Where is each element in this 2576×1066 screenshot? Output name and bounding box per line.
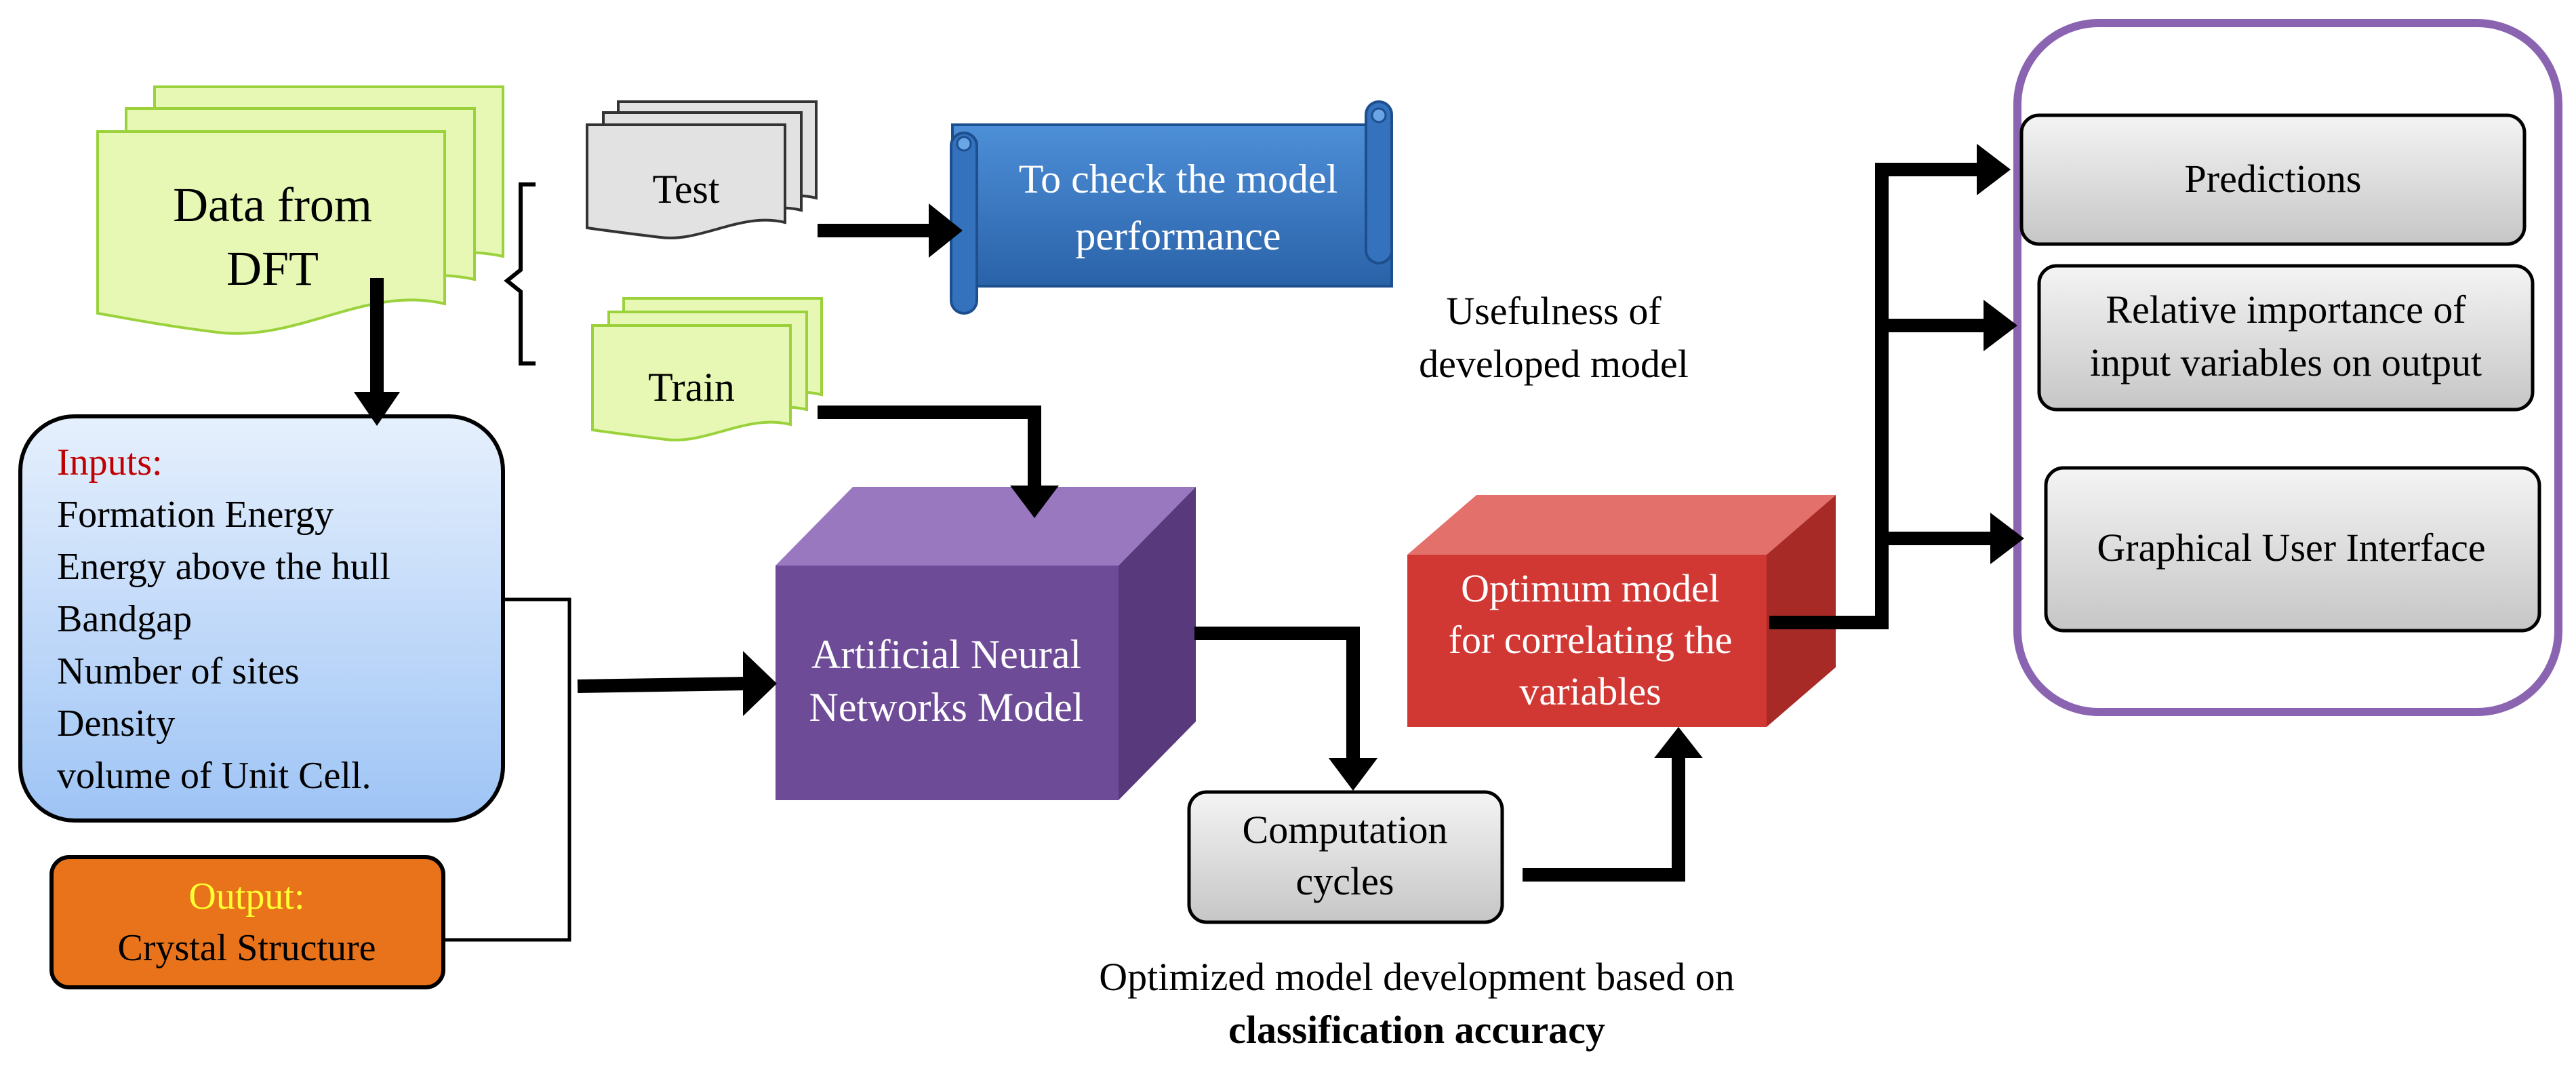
- check-performance-node: [950, 100, 1393, 315]
- test-page-front: [586, 123, 786, 239]
- arrowhead-optimum: [1654, 727, 1703, 758]
- ann-line-1: Artificial Neural: [811, 632, 1082, 677]
- arrowhead-computation: [1329, 758, 1377, 791]
- flow-arrows: [370, 163, 1993, 882]
- arrowhead-gui: [1990, 513, 2024, 564]
- arrowhead-check: [929, 203, 963, 258]
- ann-cube-front: [776, 566, 1119, 800]
- optimum-line-1: Optimum model: [1461, 566, 1720, 610]
- optimized-annotation: Optimized model development based on cla…: [1099, 951, 1734, 1057]
- computation-box: [1187, 790, 1504, 924]
- relative-importance-box: [2037, 264, 2535, 412]
- check-line-2: performance: [1075, 214, 1281, 258]
- computation-label: Computation cycles: [1243, 804, 1448, 907]
- optimized-line-2: classification accuracy: [1228, 1008, 1605, 1052]
- arrowhead-inputs: [354, 392, 400, 426]
- computation-line-2: cycles: [1295, 859, 1394, 903]
- arrowhead-predictions: [1977, 144, 2011, 195]
- relative-importance-label: Relative importance of input variables o…: [2090, 283, 2482, 389]
- input-item: Bandgap: [57, 598, 193, 640]
- usefulness-line-1: Usefulness of: [1446, 289, 1662, 333]
- arrow-heads: [354, 144, 2024, 791]
- input-item: Density: [57, 703, 176, 745]
- input-item: Number of sites: [57, 650, 300, 692]
- ann-label: Artificial Neural Networks Model: [809, 628, 1084, 734]
- arrowhead-relative: [1984, 300, 2017, 351]
- inputs-heading: Inputs:: [57, 441, 163, 483]
- optimum-label: Optimum model for correlating the variab…: [1449, 563, 1733, 717]
- train-page-front: [591, 324, 792, 441]
- check-line-1: To check the model: [1018, 157, 1338, 201]
- arrow-inputs-to-ann: [577, 677, 746, 693]
- inputs-box: [18, 414, 505, 823]
- outcomes-frame: [2013, 19, 2562, 716]
- computation-line-1: Computation: [1242, 808, 1448, 852]
- arrow-ann-to-computation: [1194, 627, 1360, 762]
- arrowhead-ann-top: [1010, 486, 1059, 518]
- output-box: [49, 855, 445, 989]
- data-dft-page-front: [96, 130, 446, 335]
- test-label: Test: [652, 167, 720, 212]
- ann-cube-top: [776, 487, 1196, 566]
- arrow-train-to-ann: [818, 406, 1041, 491]
- check-performance-label: To check the model performance: [1019, 151, 1338, 264]
- scroll-left-roll: [950, 132, 978, 315]
- inputs-output-connector: [445, 597, 571, 942]
- scroll-body: [951, 123, 1393, 288]
- data-dft-line-1: Data from: [173, 178, 372, 232]
- test-node: [586, 100, 818, 239]
- output-heading: Output:: [188, 875, 305, 917]
- scroll-right-roll: [1365, 100, 1393, 264]
- gui-label: Graphical User Interface: [2097, 526, 2486, 570]
- predictions-box: [2019, 113, 2527, 246]
- ann-cube: [776, 487, 1196, 800]
- gui-box: [2044, 466, 2541, 633]
- arrow-optimum-to-trunk: [1769, 163, 1979, 629]
- ann-line-2: Networks Model: [809, 685, 1084, 730]
- optimum-cube-top: [1407, 495, 1836, 555]
- usefulness-line-2: developed model: [1419, 342, 1689, 386]
- train-label: Train: [648, 365, 735, 410]
- optimized-line-1: Optimized model development based on: [1099, 955, 1735, 999]
- relative-line-1: Relative importance of: [2106, 288, 2466, 332]
- input-item: volume of Unit Cell.: [57, 755, 371, 797]
- input-item: Formation Energy: [57, 494, 334, 536]
- inputs-label: Inputs: Formation Energy Energy above th…: [57, 437, 390, 802]
- input-item: Energy above the hull: [57, 546, 390, 588]
- optimum-line-2: for correlating the: [1448, 618, 1733, 662]
- optimum-line-3: variables: [1519, 669, 1662, 713]
- arrow-computation-to-optimum: [1523, 753, 1685, 882]
- split-brace: [504, 182, 536, 366]
- output-label: Output: Crystal Structure: [117, 871, 376, 974]
- optimum-cube: [1407, 495, 1836, 727]
- data-dft-label: Data from DFT: [173, 174, 372, 300]
- predictions-label: Predictions: [2184, 157, 2362, 201]
- arrowhead-ann-left: [743, 651, 777, 716]
- optimum-cube-front: [1407, 555, 1767, 727]
- ann-cube-side: [1119, 487, 1196, 800]
- relative-line-2: input variables on output: [2089, 340, 2482, 384]
- data-dft-node: [96, 85, 504, 335]
- output-value: Crystal Structure: [117, 927, 376, 969]
- usefulness-annotation: Usefulness of developed model: [1419, 285, 1689, 391]
- optimum-cube-side: [1767, 495, 1836, 727]
- data-dft-line-2: DFT: [226, 241, 319, 296]
- train-node: [591, 297, 823, 441]
